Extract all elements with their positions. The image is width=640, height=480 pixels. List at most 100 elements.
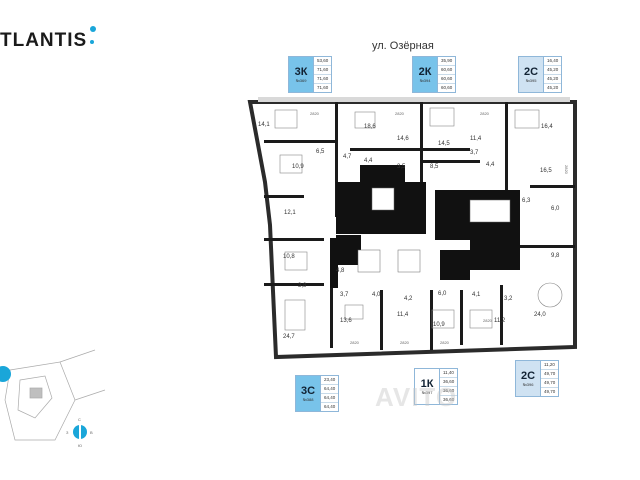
area-value: 36,60	[443, 397, 455, 402]
area-value: 71,60	[314, 75, 332, 84]
room-area: 18,6	[364, 124, 376, 130]
room-area: 9,8	[551, 253, 560, 259]
walls	[264, 102, 575, 350]
apartment-tag-395[interactable]: 2С №395 16,40 45,20 45,20 45,20	[518, 56, 563, 93]
watermark: AVITO	[375, 382, 458, 412]
room-area: 3,5	[397, 164, 406, 170]
room-area: 4,7	[343, 154, 352, 160]
room-area: 13,6	[340, 318, 352, 324]
street-label: ул. Озёрная	[372, 40, 434, 52]
room-labels: 14,1 18,6 14,6 14,5 11,4 16,4 10,9 6,5 4…	[258, 122, 560, 340]
apartment-number: №388	[302, 397, 314, 402]
furniture	[274, 107, 563, 331]
room-area: 14,5	[438, 141, 450, 147]
apartment-code-box: 2С №395	[519, 57, 543, 92]
room-area: 24,7	[283, 334, 295, 340]
area-value: 35,90	[438, 57, 456, 66]
apartment-number: №396	[522, 382, 534, 387]
room-area: 4,2	[404, 296, 413, 302]
room-area: 16,4	[541, 124, 553, 130]
apartment-area-values: 11,40 36,60 36,60 36,60	[439, 369, 458, 404]
area-value: 60,60	[438, 66, 456, 75]
room-area: 4,8	[336, 268, 345, 274]
apartment-tag-397[interactable]: 1К №397 11,40 36,60 36,60 36,60	[414, 368, 459, 405]
room-area: 10,8	[283, 254, 295, 260]
area-value: 53,60	[314, 57, 332, 66]
area-value: 16,40	[544, 57, 562, 66]
apartment-code-box: 2С №396	[516, 361, 540, 396]
dimension-labels: 2820 2820 2820 2820 2820 2820 2820 2820	[310, 111, 569, 345]
apartment-type: 1К	[420, 378, 434, 390]
apartment-code-box: 3С №388	[296, 376, 320, 411]
area-value: 23,40	[321, 376, 339, 385]
room-area: 4,0	[372, 292, 381, 298]
dimension: 2820	[395, 111, 405, 116]
dimension: 2820	[564, 165, 569, 175]
area-value: 60,60	[438, 75, 456, 84]
balcony-top	[258, 97, 570, 102]
apartment-code-box: 3К №369	[289, 57, 313, 92]
area-value: 45,20	[547, 85, 559, 90]
compass-west: З	[66, 430, 69, 435]
room-area: 14,6	[397, 136, 409, 142]
apartment-area-values: 35,90 60,60 60,60 60,60	[437, 57, 456, 92]
area-value: 64,40	[321, 385, 339, 394]
apartment-tag-369[interactable]: 3К №369 53,60 71,60 71,60 71,60	[288, 56, 333, 93]
brand-logo: TLANTIS	[0, 30, 88, 51]
apartment-tag-388[interactable]: 3С №388 23,40 64,40 64,40 64,40	[295, 375, 340, 412]
room-area: 6,0	[438, 291, 447, 297]
apartment-area-values: 11,20 49,70 49,70 49,70	[540, 361, 559, 396]
room-area: 6,5	[316, 149, 325, 155]
apartment-number: №395	[525, 78, 537, 83]
apartment-tag-396[interactable]: 2С №396 11,20 49,70 49,70 49,70	[515, 360, 560, 397]
apartment-code-box: 2К №394	[413, 57, 437, 92]
dimension: 2820	[400, 340, 410, 345]
apartment-type: 2С	[523, 66, 539, 78]
room-area: 4,4	[486, 162, 495, 168]
room-area: 3,2	[504, 296, 513, 302]
room-area: 11,2	[494, 318, 506, 324]
room-area: 11,4	[470, 136, 482, 142]
area-value: 60,60	[441, 85, 453, 90]
apartment-area-values: 23,40 64,40 64,40 64,40	[320, 376, 339, 411]
site-map	[4, 349, 106, 441]
compass	[73, 425, 87, 439]
area-value: 64,40	[321, 394, 339, 403]
room-area: 4,1	[472, 292, 481, 298]
room-area: 11,4	[397, 312, 409, 318]
room-area: 10,9	[292, 164, 304, 170]
apartment-type: 2К	[418, 66, 432, 78]
apartment-area-values: 16,40 45,20 45,20 45,20	[543, 57, 562, 92]
dimension: 2820	[310, 111, 320, 116]
area-value: 64,40	[324, 404, 336, 409]
area-value: 45,20	[544, 75, 562, 84]
room-area: 14,1	[258, 122, 270, 128]
apartment-number: №394	[419, 78, 431, 83]
apartment-number: №397	[421, 390, 433, 395]
site-map-marker	[0, 366, 11, 382]
apartment-type: 2С	[520, 370, 536, 382]
dimension: 2820	[350, 340, 360, 345]
apartment-area-values: 53,60 71,60 71,60 71,60	[313, 57, 332, 92]
room-area: 16,5	[540, 168, 552, 174]
logo-dot-small	[90, 40, 94, 44]
room-area: 3,8	[298, 283, 307, 289]
stairs	[357, 187, 511, 273]
room-area: 12,1	[284, 210, 296, 216]
apartment-type: 3К	[294, 66, 308, 78]
room-area: 6,3	[522, 198, 531, 204]
area-value: 49,70	[541, 370, 559, 379]
dimension: 2820	[480, 111, 490, 116]
apartment-code-box: 1К №397	[415, 369, 439, 404]
room-area: 3,7	[340, 292, 349, 298]
room-area: 10,9	[433, 322, 445, 328]
area-value: 11,20	[541, 361, 559, 370]
apartment-tag-394[interactable]: 2К №394 35,90 60,60 60,60 60,60	[412, 56, 457, 93]
area-value: 71,60	[314, 66, 332, 75]
area-value: 49,70	[541, 379, 559, 388]
compass-south: Ю	[78, 443, 82, 448]
room-area: 4,4	[364, 158, 373, 164]
area-value: 11,40	[440, 369, 458, 378]
dimension: 2820	[440, 340, 450, 345]
compass-labels: С Ю В З	[66, 417, 93, 448]
